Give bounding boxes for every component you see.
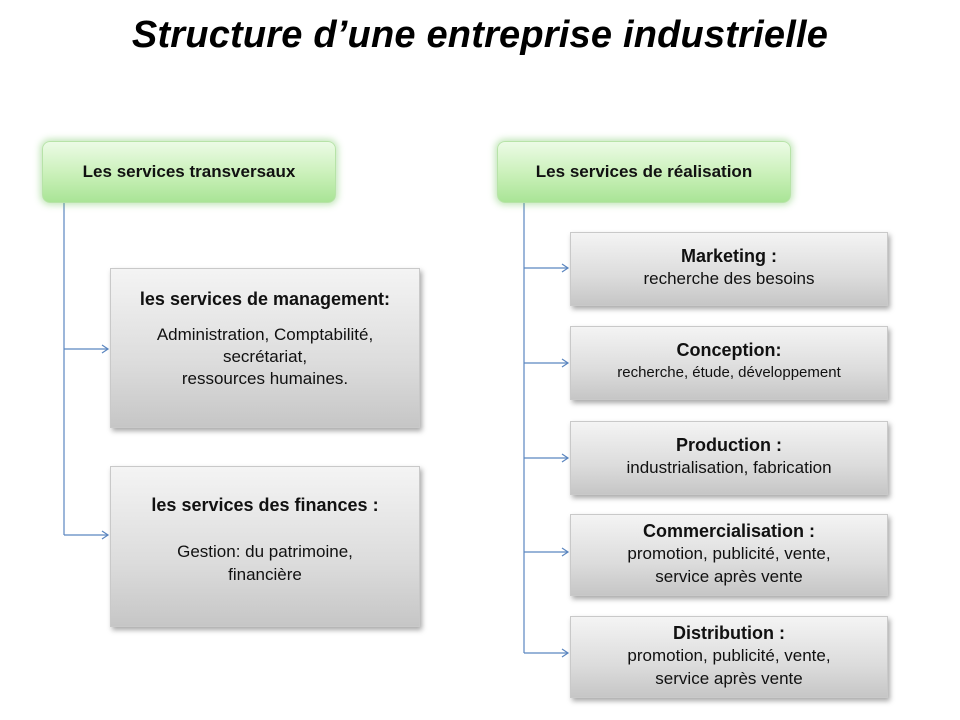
box-line: Gestion: du patrimoine,	[177, 542, 353, 561]
right-branch-arrow	[561, 453, 570, 463]
header-label: Les services de réalisation	[535, 162, 753, 181]
box-line: industrialisation, fabrication	[626, 458, 832, 477]
box-commercialisation: Commercialisation : promotion, publicité…	[570, 514, 888, 596]
header-services-realisation: Les services de réalisation	[497, 141, 791, 203]
box-line: ressources humaines.	[181, 369, 349, 388]
box-line: service après vente	[655, 567, 803, 586]
box-services-management: les services de management: Administrati…	[110, 268, 420, 428]
left-branch-arrow	[101, 530, 110, 540]
header-services-transversaux: Les services transversaux	[42, 141, 336, 203]
diagram-title: Structure d’une entreprise industrielle	[131, 14, 829, 56]
box-services-finances: les services des finances : Gestion: du …	[110, 466, 420, 627]
box-line: promotion, publicité, vente,	[627, 646, 831, 665]
box-line: recherche des besoins	[643, 269, 815, 288]
box-line: Administration, Comptabilité,	[156, 325, 374, 344]
box-heading: Production :	[676, 435, 782, 455]
box-heading: les services de management:	[139, 289, 391, 309]
right-branch-arrow	[561, 648, 570, 658]
box-heading: Distribution :	[673, 623, 785, 643]
header-label: Les services transversaux	[82, 162, 296, 181]
box-line: financière	[228, 565, 302, 584]
right-branch-arrow	[561, 263, 570, 273]
box-heading: Commercialisation :	[642, 521, 816, 541]
box-heading: Marketing :	[680, 246, 777, 266]
right-branch-arrow	[561, 358, 570, 368]
right-branch-arrow	[561, 547, 570, 557]
box-heading: les services des finances :	[151, 495, 379, 515]
box-line: secrétariat,	[222, 347, 308, 366]
box-conception: Conception: recherche, étude, développem…	[570, 326, 888, 400]
box-heading: Conception:	[676, 340, 782, 360]
left-branch-arrow	[101, 344, 110, 354]
box-distribution: Distribution : promotion, publicité, ven…	[570, 616, 888, 698]
box-marketing: Marketing : recherche des besoins	[570, 232, 888, 306]
box-production: Production : industrialisation, fabricat…	[570, 421, 888, 495]
box-line: recherche, étude, développement	[617, 364, 841, 381]
box-line: promotion, publicité, vente,	[627, 544, 831, 563]
box-line: service après vente	[655, 669, 803, 688]
